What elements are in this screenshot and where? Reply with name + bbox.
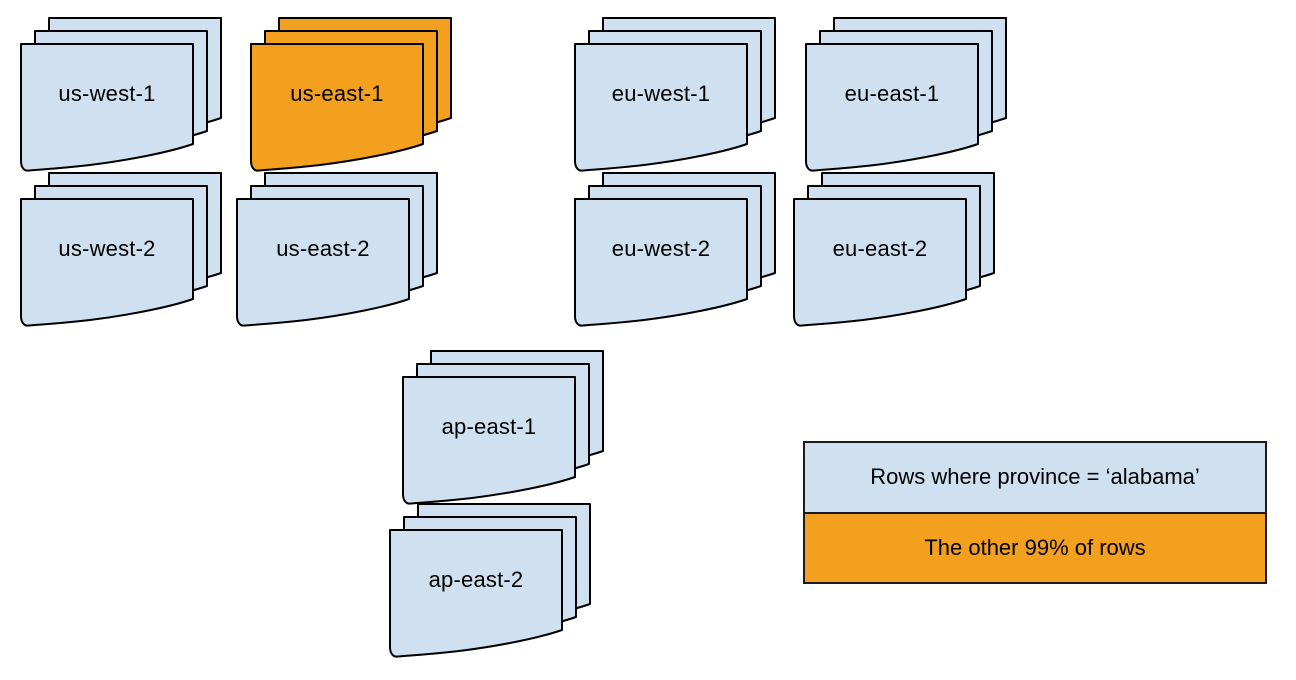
document-shape-icon [574,43,748,172]
legend-item-province-rows: Rows where province = ‘alabama’ [805,443,1265,512]
document-shape-icon [402,376,576,505]
legend: Rows where province = ‘alabama’ The othe… [803,441,1267,584]
document-stack-us-west-1: us-west-1 [20,17,222,173]
legend-item-label: The other 99% of rows [924,534,1146,560]
legend-item-other-rows: The other 99% of rows [805,511,1265,582]
document-shape-icon [236,198,410,327]
document-stack-us-west-2: us-west-2 [20,172,222,328]
document-stack-us-east-2: us-east-2 [236,172,438,328]
document-shape-icon [20,43,194,172]
document-stack-ap-east-1: ap-east-1 [402,350,604,506]
document-stack-eu-east-2: eu-east-2 [793,172,995,328]
document-stack-eu-west-2: eu-west-2 [574,172,776,328]
document-stack-ap-east-2: ap-east-2 [389,503,591,659]
document-stack-eu-west-1: eu-west-1 [574,17,776,173]
document-stack-us-east-1: us-east-1 [250,17,452,173]
document-shape-icon [250,43,424,172]
legend-item-label: Rows where province = ‘alabama’ [870,464,1200,490]
document-shape-icon [389,529,563,658]
document-shape-icon [805,43,979,172]
document-stack-eu-east-1: eu-east-1 [805,17,1007,173]
document-shape-icon [574,198,748,327]
document-shape-icon [20,198,194,327]
document-shape-icon [793,198,967,327]
